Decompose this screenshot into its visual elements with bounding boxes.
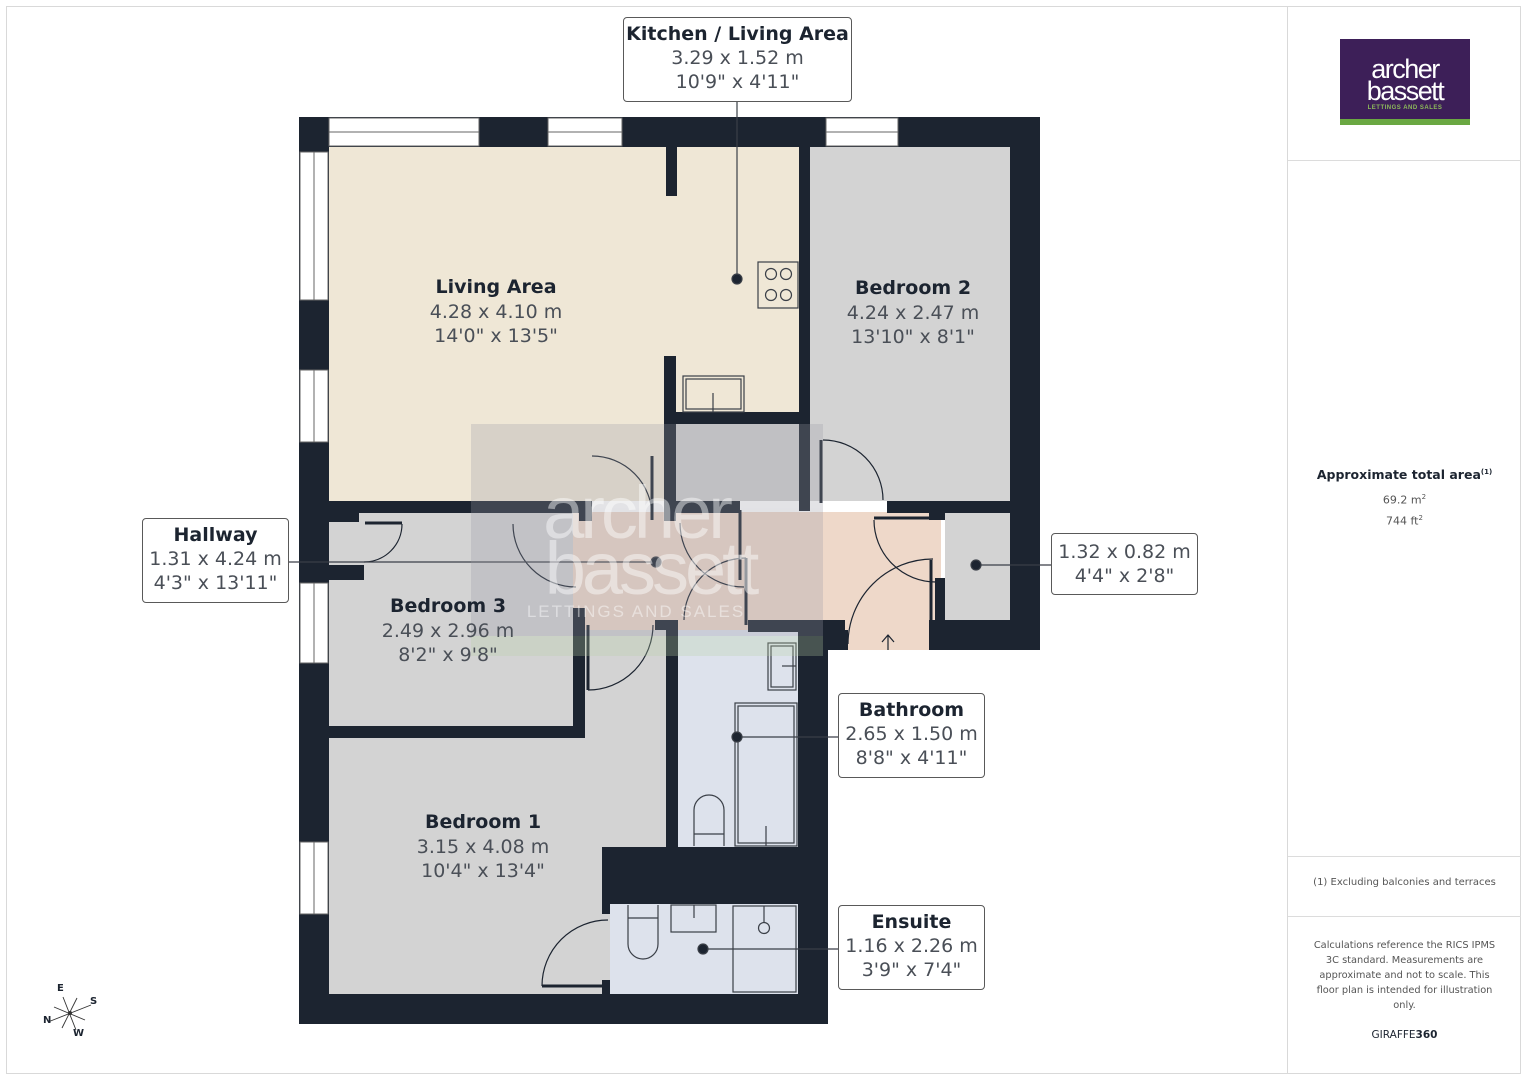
room-imperial: 10'4" x 13'4" xyxy=(421,860,545,882)
callout-cupboard: 1.32 x 0.82 m 4'4" x 2'8" xyxy=(1051,533,1198,595)
footnote-section: (1) Excluding balconies and terraces xyxy=(1288,856,1521,917)
room-label-living-area: Living Area 4.28 x 4.10 m 14'0" x 13'5" xyxy=(430,274,562,348)
page-frame xyxy=(6,6,1521,1074)
compass-south: S xyxy=(90,996,98,1007)
room-name: Bedroom 1 xyxy=(424,811,542,833)
compass-rose-icon xyxy=(47,996,92,1031)
room-imperial: 8'2" x 9'8" xyxy=(398,644,498,666)
info-sidebar: archer bassett LETTINGS AND SALES Approx… xyxy=(1287,6,1521,1074)
door-swings xyxy=(363,439,940,988)
watermark-line2: bassett xyxy=(545,527,760,610)
callout-imperial: 3'9" x 7'4" xyxy=(861,959,962,981)
callout-imperial: 4'4" x 2'8" xyxy=(1074,565,1175,587)
archer-bassett-logo: archer bassett LETTINGS AND SALES xyxy=(1340,39,1470,125)
windows xyxy=(299,117,899,915)
ensuite-toilet-icon xyxy=(627,905,659,960)
hob-icon xyxy=(757,261,799,309)
callout-ensuite: Ensuite 1.16 x 2.26 m 3'9" x 7'4" xyxy=(838,905,985,990)
callout-title: Hallway xyxy=(173,524,258,546)
walls xyxy=(299,117,1040,1024)
room-label-bedroom-2: Bedroom 2 4.24 x 2.47 m 13'10" x 8'1" xyxy=(847,275,979,349)
room-metric: 4.28 x 4.10 m xyxy=(429,301,563,323)
area-m2: 69.2 m2 xyxy=(1382,493,1427,507)
callout-title: Kitchen / Living Area xyxy=(626,23,849,45)
room-metric: 4.24 x 2.47 m xyxy=(846,302,980,324)
disclaimer: Calculations reference the RICS IPMS 3C … xyxy=(1313,940,1496,1011)
bedroom-3-floor xyxy=(329,512,573,726)
logo-section: archer bassett LETTINGS AND SALES xyxy=(1288,6,1521,161)
callout-imperial: 8'8" x 4'11" xyxy=(855,747,968,769)
footnote: (1) Excluding balconies and terraces xyxy=(1313,877,1496,888)
bedroom-2-floor xyxy=(810,146,1010,501)
watermark-tagline: LETTINGS AND SALES xyxy=(527,602,745,621)
callout-kitchen-living-area: Kitchen / Living Area 3.29 x 1.52 m 10'9… xyxy=(623,17,852,102)
compass-north: N xyxy=(43,1015,52,1026)
compass: E S N W xyxy=(40,980,110,1042)
area-section: Approximate total area(1) 69.2 m2 744 ft… xyxy=(1288,160,1521,857)
compass-west: W xyxy=(73,1028,85,1039)
room-label-bedroom-3: Bedroom 3 2.49 x 2.96 m 8'2" x 9'8" xyxy=(382,593,514,667)
room-name: Living Area xyxy=(435,276,557,298)
room-name: Bedroom 2 xyxy=(854,277,972,299)
area-title: Approximate total area(1) xyxy=(1316,467,1493,482)
callout-hallway: Hallway 1.31 x 4.24 m 4'3" x 13'11" xyxy=(142,518,289,603)
closet-floor xyxy=(676,424,799,501)
area-ft2: 744 ft2 xyxy=(1386,514,1423,528)
logo-line1: archer xyxy=(1371,54,1440,84)
callout-imperial: 10'9" x 4'11" xyxy=(675,71,800,93)
room-imperial: 14'0" x 13'5" xyxy=(434,325,558,347)
logo-accent-bar xyxy=(1340,119,1470,125)
room-name: Bedroom 3 xyxy=(389,595,507,617)
toilet-icon xyxy=(693,794,725,846)
room-imperial: 13'10" x 8'1" xyxy=(851,326,975,348)
callout-metric: 1.32 x 0.82 m xyxy=(1058,541,1191,563)
giraffe360-brand: GIRAFFE360 xyxy=(1371,1029,1438,1041)
callout-metric: 3.29 x 1.52 m xyxy=(671,47,804,69)
callout-title: Ensuite xyxy=(871,911,952,933)
callout-metric: 2.65 x 1.50 m xyxy=(845,723,978,745)
watermark xyxy=(471,424,823,656)
room-metric: 3.15 x 4.08 m xyxy=(416,836,550,858)
callout-title: Bathroom xyxy=(858,699,965,721)
fixtures xyxy=(627,261,799,993)
callout-metric: 1.16 x 2.26 m xyxy=(845,935,978,957)
logo-line2: bassett xyxy=(1366,76,1445,106)
room-metric: 2.49 x 2.96 m xyxy=(381,620,515,642)
leader-lines xyxy=(288,101,1051,955)
bedroom-1-passage xyxy=(585,630,666,740)
watermark-line1: archer xyxy=(543,471,732,554)
callout-bathroom: Bathroom 2.65 x 1.50 m 8'8" x 4'11" xyxy=(838,693,985,778)
compass-east: E xyxy=(57,983,64,994)
logo-tagline: LETTINGS AND SALES xyxy=(1367,105,1443,111)
room-label-bedroom-1: Bedroom 1 3.15 x 4.08 m 10'4" x 13'4" xyxy=(417,809,549,883)
callout-metric: 1.31 x 4.24 m xyxy=(149,548,282,570)
callout-imperial: 4'3" x 13'11" xyxy=(153,572,278,594)
